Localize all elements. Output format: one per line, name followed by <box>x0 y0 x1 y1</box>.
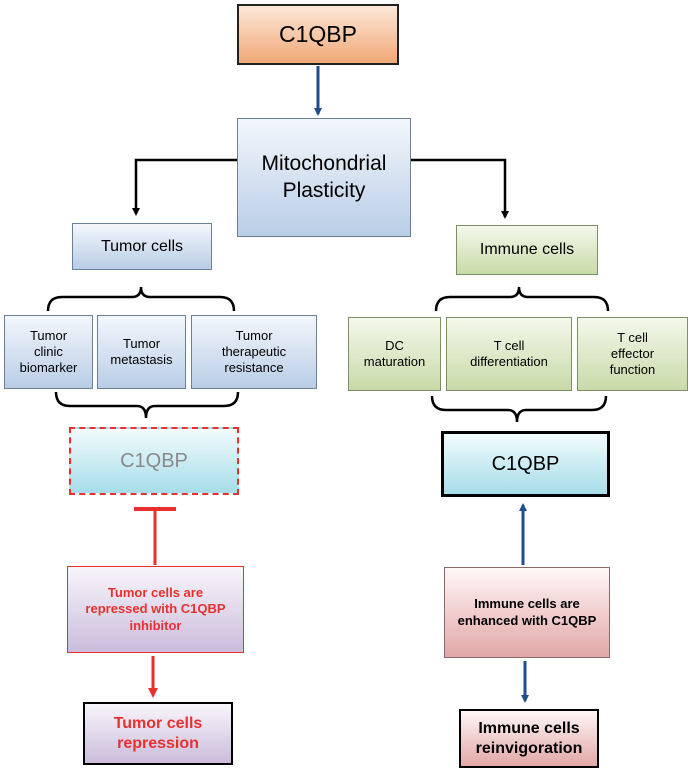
immune-reinvigoration-label: Immune cells reinvigoration <box>475 719 583 757</box>
t-cell-effector-function-box: T cell effector function <box>577 317 688 391</box>
mitochondrial-plasticity-label: Mitochondrial Plasticity <box>261 152 387 202</box>
immune-reinvigoration-box: Immune cells reinvigoration <box>459 709 599 768</box>
tumor-therapeutic-resistance-label: Tumor therapeutic resistance <box>221 327 287 376</box>
tumor-inhibitor-label: Tumor cells are repressed with C1QBP inh… <box>85 585 226 633</box>
left-top-brace <box>46 286 236 312</box>
c1qbp-top-label: C1QBP <box>279 21 357 48</box>
tumor-repression-label: Tumor cells repression <box>113 714 203 752</box>
c1qbp-enhanced-box: C1QBP <box>441 431 610 497</box>
immune-enhancer-box: Immune cells are enhanced with C1QBP <box>444 567 610 658</box>
immune-enhancer-label: Immune cells are enhanced with C1QBP <box>457 596 597 628</box>
immune-cells-box: Immune cells <box>456 225 598 275</box>
arrow-center-to-immune <box>411 158 509 219</box>
dc-maturation-box: DC maturation <box>348 317 441 391</box>
c1qbp-top-box: C1QBP <box>237 4 399 65</box>
t-cell-effector-function-label: T cell effector function <box>609 329 656 378</box>
tumor-cells-box: Tumor cells <box>72 223 212 270</box>
t-cell-differentiation-box: T cell differentiation <box>446 317 572 391</box>
dc-maturation-label: DC maturation <box>363 337 426 369</box>
tumor-therapeutic-resistance-box: Tumor therapeutic resistance <box>191 315 317 389</box>
tumor-inhibitor-box: Tumor cells are repressed with C1QBP inh… <box>67 566 244 653</box>
tumor-metastasis-label: Tumor metastasis <box>110 335 173 367</box>
tumor-cells-label: Tumor cells <box>100 237 184 255</box>
t-cell-differentiation-label: T cell differentiation <box>470 337 548 369</box>
tumor-metastasis-box: Tumor metastasis <box>97 315 186 389</box>
left-bottom-brace <box>54 391 240 419</box>
c1qbp-inhibited-box: C1QBP <box>69 427 239 495</box>
mitochondrial-plasticity-box: Mitochondrial Plasticity <box>237 118 411 237</box>
tumor-repression-box: Tumor cells repression <box>83 702 233 765</box>
c1qbp-enhanced-label: C1QBP <box>491 452 560 475</box>
right-top-brace <box>434 286 610 312</box>
c1qbp-inhibited-label: C1QBP <box>120 449 188 472</box>
tumor-clinic-biomarker-label: Tumor clinic biomarker <box>19 327 78 376</box>
arrow-center-to-tumor <box>132 158 237 216</box>
immune-cells-label: Immune cells <box>479 241 575 258</box>
right-bottom-brace <box>430 395 608 423</box>
tumor-clinic-biomarker-box: Tumor clinic biomarker <box>4 315 93 389</box>
